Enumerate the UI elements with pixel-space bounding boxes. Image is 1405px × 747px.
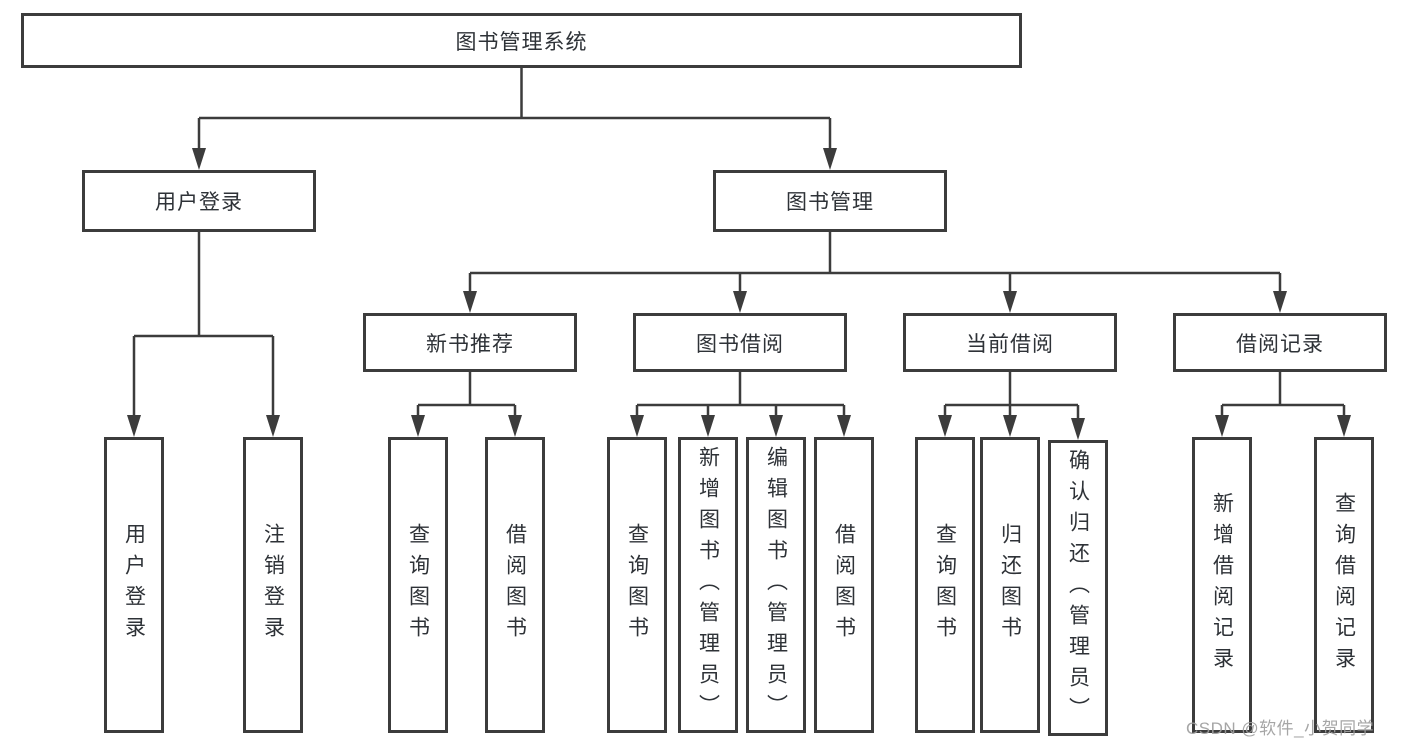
- leaf-current-query: 查询图书: [915, 437, 975, 733]
- leaf-user-login-label: 用户登录: [122, 523, 146, 647]
- leaf-borrow-borrow-label: 借阅图书: [832, 523, 856, 647]
- node-root-label: 图书管理系统: [455, 30, 588, 54]
- node-user-login-label: 用户登录: [155, 191, 243, 214]
- node-borrow-records: 借阅记录: [1173, 313, 1387, 372]
- leaf-borrow-borrow: 借阅图书: [814, 437, 874, 733]
- leaf-borrow-query: 查询图书: [607, 437, 667, 733]
- arrowheads: [127, 148, 1351, 440]
- node-book-borrow-label: 图书借阅: [696, 332, 784, 356]
- leaf-borrow-add-admin-label: 新增图书（管理员）: [696, 445, 720, 725]
- node-book-borrow: 图书借阅: [633, 313, 847, 372]
- leaf-user-login: 用户登录: [104, 437, 164, 733]
- leaf-current-return: 归还图书: [980, 437, 1040, 733]
- leaf-newbook-query: 查询图书: [388, 437, 448, 733]
- node-current-borrow: 当前借阅: [903, 313, 1117, 372]
- node-new-book-recommend: 新书推荐: [363, 313, 577, 372]
- leaf-newbook-borrow: 借阅图书: [485, 437, 545, 733]
- leaf-records-query-label: 查询借阅记录: [1332, 492, 1356, 678]
- leaf-logout-label: 注销登录: [261, 523, 285, 647]
- node-borrow-records-label: 借阅记录: [1236, 332, 1324, 356]
- leaf-borrow-edit-admin: 编辑图书（管理员）: [746, 437, 806, 733]
- leaf-current-return-label: 归还图书: [998, 523, 1022, 647]
- leaf-current-confirm-admin: 确认归还（管理员）: [1048, 440, 1108, 736]
- leaf-newbook-query-label: 查询图书: [406, 523, 430, 647]
- watermark: CSDN @软件_小贺同学: [1186, 719, 1375, 738]
- leaf-borrow-add-admin: 新增图书（管理员）: [678, 437, 738, 733]
- leaf-records-add-label: 新增借阅记录: [1210, 492, 1234, 678]
- leaf-current-confirm-admin-label: 确认归还（管理员）: [1066, 448, 1090, 728]
- leaf-records-add: 新增借阅记录: [1192, 437, 1252, 733]
- leaf-borrow-edit-admin-label: 编辑图书（管理员）: [764, 445, 788, 725]
- leaf-records-query: 查询借阅记录: [1314, 437, 1374, 733]
- node-book-mgmt-label: 图书管理: [786, 191, 874, 214]
- leaf-newbook-borrow-label: 借阅图书: [503, 523, 527, 647]
- node-root: 图书管理系统: [21, 13, 1022, 68]
- node-book-mgmt: 图书管理: [713, 170, 947, 232]
- leaf-current-query-label: 查询图书: [933, 523, 957, 647]
- node-current-borrow-label: 当前借阅: [966, 332, 1054, 356]
- leaf-logout: 注销登录: [243, 437, 303, 733]
- node-user-login: 用户登录: [82, 170, 316, 232]
- leaf-borrow-query-label: 查询图书: [625, 523, 649, 647]
- node-new-book-recommend-label: 新书推荐: [426, 332, 514, 356]
